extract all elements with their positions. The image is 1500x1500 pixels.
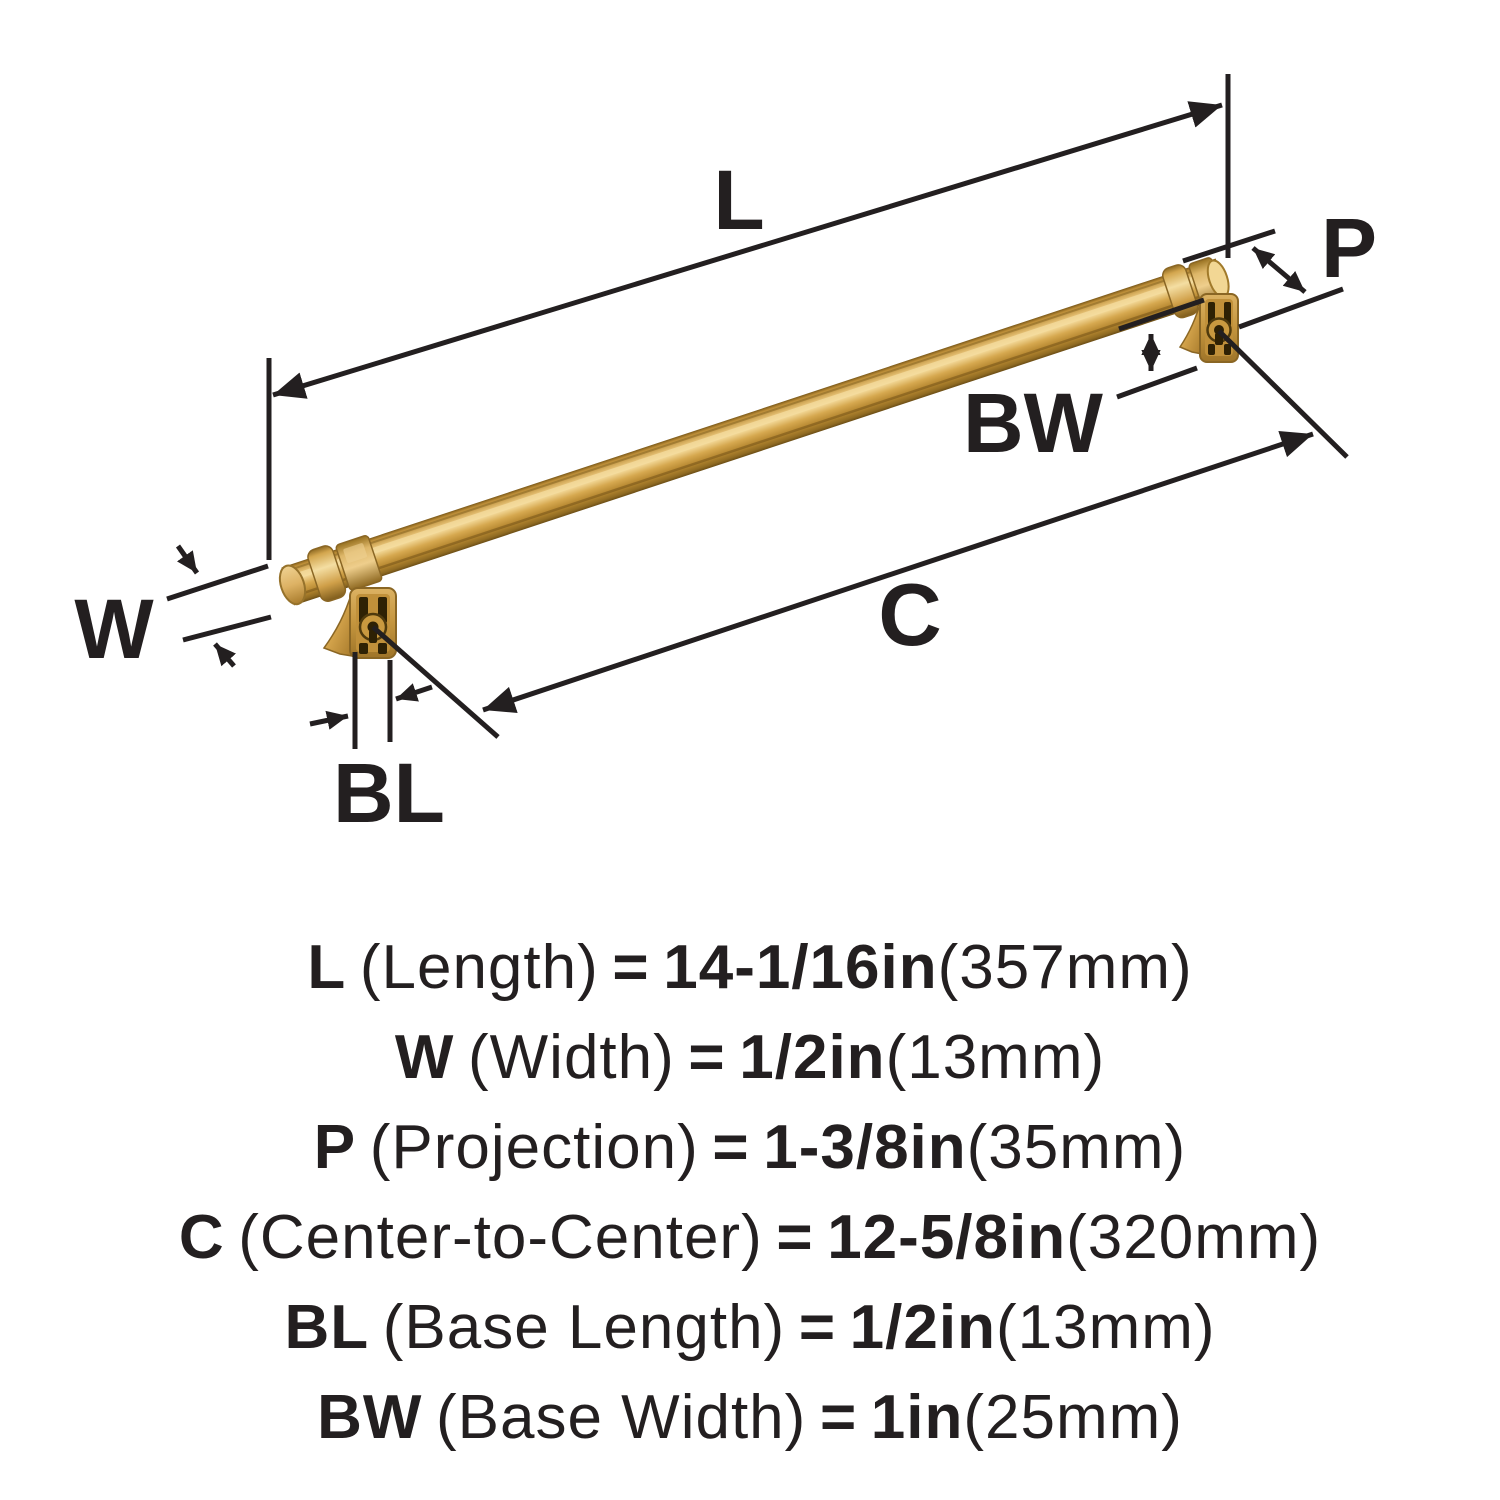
spec-label: P xyxy=(313,1113,357,1182)
spec-metric: (320mm) xyxy=(1066,1203,1322,1272)
spec-name: (Projection) xyxy=(369,1113,699,1182)
base-width-tick-top xyxy=(1118,297,1205,332)
spec-label: BW xyxy=(317,1383,423,1452)
left-clamp-notch xyxy=(343,543,367,563)
label-length: L xyxy=(713,153,764,247)
spec-equals: = xyxy=(712,1113,750,1182)
base-width-tick-bottom xyxy=(1116,365,1198,400)
label-base-length: BL xyxy=(333,746,445,840)
spec-label: W xyxy=(394,1023,455,1092)
width-tick-top xyxy=(166,563,269,602)
spec-value: 1/2in xyxy=(739,1023,886,1092)
spec-name: (Base Width) xyxy=(435,1383,807,1452)
spec-name: (Width) xyxy=(468,1023,675,1092)
projection-dimension-arrow xyxy=(1251,246,1307,294)
spec-line-projection: P(Projection)=1-3/8in(35mm) xyxy=(0,1103,1500,1193)
left-mounting-post xyxy=(322,587,397,659)
right-post-slot xyxy=(1224,344,1231,355)
spec-metric: (35mm) xyxy=(966,1113,1187,1182)
spec-metric: (13mm) xyxy=(995,1293,1216,1362)
base-length-arrow-right xyxy=(395,683,433,702)
width-arrow-top xyxy=(175,544,200,575)
spec-name: (Base Length) xyxy=(382,1293,786,1362)
left-post-slot xyxy=(359,643,368,654)
spec-line-base-length: BL(Base Length)=1/2in(13mm) xyxy=(0,1283,1500,1373)
dimension-lines xyxy=(166,74,1349,749)
spec-name: (Center-to-Center) xyxy=(238,1203,763,1272)
left-post-keyhole xyxy=(369,630,377,643)
bar-left-end-cap xyxy=(278,564,307,606)
base-length-arrow-left xyxy=(309,710,349,730)
right-center-leader xyxy=(1217,329,1349,459)
spec-label: BL xyxy=(284,1293,370,1362)
left-post-slot xyxy=(378,643,387,654)
pull-dimension-diagram: L W P C BL BW xyxy=(74,74,1377,840)
spec-value: 1/2in xyxy=(849,1293,996,1362)
spec-equals: = xyxy=(798,1293,837,1362)
spec-metric: (25mm) xyxy=(963,1383,1183,1452)
width-arrow-bottom xyxy=(213,642,237,668)
left-center-leader xyxy=(371,625,500,739)
label-base-width: BW xyxy=(963,376,1104,470)
spec-line-width: W(Width)=1/2in(13mm) xyxy=(0,1013,1500,1103)
label-projection: P xyxy=(1321,201,1377,295)
spec-line-length: L(Length)=14-1/16in(357mm) xyxy=(0,923,1500,1013)
width-tick-bottom xyxy=(182,614,272,643)
center-to-center-dimension-line xyxy=(482,431,1314,713)
label-center-to-center: C xyxy=(878,565,942,664)
spec-equals: = xyxy=(612,933,650,1002)
spec-value: 1-3/8in xyxy=(763,1113,967,1182)
left-collar-ring xyxy=(307,545,347,602)
length-dimension-line xyxy=(272,101,1223,399)
spec-metric: (357mm) xyxy=(937,933,1193,1002)
spec-line-center-to-center: C(Center-to-Center)=12-5/8in(320mm) xyxy=(0,1193,1500,1283)
spec-line-base-width: BW(Base Width)=1in(25mm) xyxy=(0,1373,1500,1463)
spec-equals: = xyxy=(688,1023,726,1092)
spec-equals: = xyxy=(819,1383,858,1452)
spec-metric: (13mm) xyxy=(885,1023,1106,1092)
spec-label: C xyxy=(178,1203,225,1272)
left-post-flare xyxy=(322,591,353,657)
spec-label: L xyxy=(307,933,347,1002)
right-post-slot xyxy=(1208,344,1215,355)
projection-extension-top xyxy=(1182,228,1276,264)
spec-equals: = xyxy=(776,1203,814,1272)
spec-value: 14-1/16in xyxy=(663,933,938,1002)
dimension-specs: L(Length)=14-1/16in(357mm) W(Width)=1/2i… xyxy=(0,923,1500,1463)
projection-extension-bottom xyxy=(1238,286,1344,330)
spec-value: 12-5/8in xyxy=(827,1203,1067,1272)
spec-value: 1in xyxy=(870,1383,964,1452)
label-width: W xyxy=(74,582,154,676)
spec-name: (Length) xyxy=(359,933,599,1002)
